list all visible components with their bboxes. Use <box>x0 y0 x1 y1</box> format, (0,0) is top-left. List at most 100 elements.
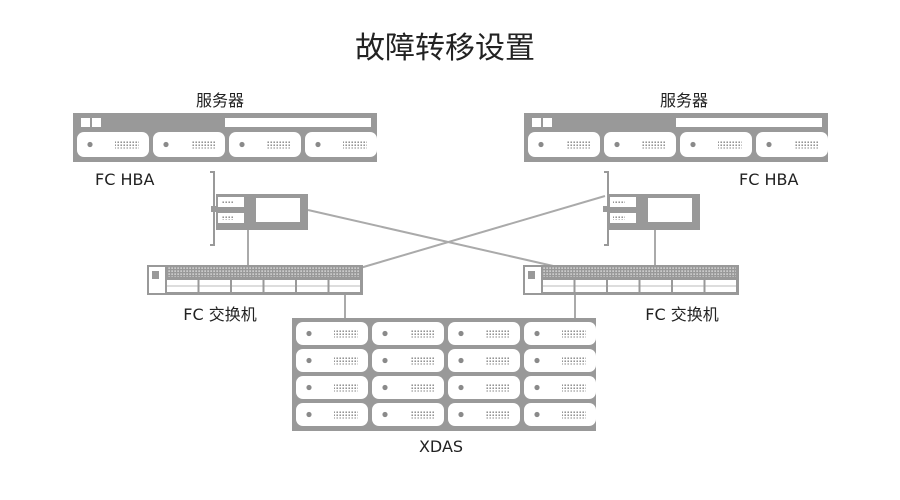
drive-led <box>306 411 312 418</box>
drive-led <box>534 330 540 337</box>
drive-led <box>87 141 93 148</box>
drive-vent <box>343 140 367 149</box>
drive-bay <box>372 322 444 345</box>
drive-bay <box>680 132 752 157</box>
drive-bay <box>372 376 444 399</box>
drive-bay <box>372 403 444 426</box>
fc-switch-left <box>147 265 363 295</box>
drive-bay <box>296 403 368 426</box>
switch-left-label: FC 交换机 <box>183 305 256 324</box>
storage-label: XDAS <box>419 437 463 456</box>
drive-bay <box>305 132 377 157</box>
drive-vent <box>334 329 358 338</box>
drive-led <box>163 141 169 148</box>
drive-led <box>306 357 312 364</box>
drive-bay <box>528 132 600 157</box>
hba-left-label: FC HBA <box>95 170 154 189</box>
drive-led <box>534 384 540 391</box>
drive-vent <box>562 329 586 338</box>
switch-status-light <box>152 271 159 279</box>
drive-led <box>538 141 544 148</box>
switch-port-grid <box>167 267 360 277</box>
connection-lines <box>247 195 656 320</box>
drive-vent <box>334 410 358 419</box>
drive-vent <box>191 140 215 149</box>
drive-bay <box>296 376 368 399</box>
drive-vent <box>334 356 358 365</box>
switch-port-grid <box>543 267 736 277</box>
server-left-label: 服务器 <box>196 91 244 110</box>
drive-vent <box>410 356 434 365</box>
drive-led <box>690 141 696 148</box>
switch-faceplate <box>149 267 165 293</box>
drive-vent <box>486 356 510 365</box>
drive-bay <box>448 349 520 372</box>
switch-status-light <box>528 271 535 279</box>
drive-vent <box>115 140 139 149</box>
drive-bay <box>448 376 520 399</box>
drive-bay <box>524 349 596 372</box>
drive-vent <box>267 140 291 149</box>
drive-bay <box>524 322 596 345</box>
drive-led <box>458 330 464 337</box>
drive-led <box>458 357 464 364</box>
drive-bay <box>296 322 368 345</box>
drive-led <box>458 384 464 391</box>
drive-bay <box>153 132 225 157</box>
drive-vent <box>562 383 586 392</box>
drive-led <box>382 330 388 337</box>
drive-bay <box>229 132 301 157</box>
drive-led <box>614 141 620 148</box>
page-title: 故障转移设置 <box>355 31 535 66</box>
drive-vent <box>794 140 818 149</box>
drive-bay <box>372 349 444 372</box>
server-indicator <box>81 118 90 127</box>
drive-vent <box>486 410 510 419</box>
drive-vent <box>562 410 586 419</box>
hba-card-right <box>603 171 700 246</box>
drive-led <box>239 141 245 148</box>
cross-link-right-hba-to-left-switch <box>359 195 606 269</box>
server-left <box>73 113 377 162</box>
drive-vent <box>562 356 586 365</box>
drive-bay <box>524 403 596 426</box>
drive-vent <box>642 140 666 149</box>
drive-bay <box>296 349 368 372</box>
drive-vent <box>410 329 434 338</box>
server-right <box>524 113 828 162</box>
drive-bay <box>448 403 520 426</box>
drive-led <box>306 330 312 337</box>
drive-vent <box>334 383 358 392</box>
server-display-strip <box>676 118 822 127</box>
drive-led <box>382 357 388 364</box>
drive-vent <box>486 383 510 392</box>
switch-faceplate <box>525 267 541 293</box>
drive-vent <box>410 410 434 419</box>
drive-vent <box>410 383 434 392</box>
server-indicator <box>532 118 541 127</box>
cross-link-left-hba-to-right-switch <box>307 209 563 269</box>
server-indicator <box>92 118 101 127</box>
drive-led <box>315 141 321 148</box>
drive-led <box>382 384 388 391</box>
drive-led <box>382 411 388 418</box>
drive-led <box>766 141 772 148</box>
xdas-storage-array <box>292 318 596 431</box>
drive-vent <box>718 140 742 149</box>
drive-bay <box>77 132 149 157</box>
drive-bay <box>604 132 676 157</box>
drive-vent <box>486 329 510 338</box>
server-indicator <box>543 118 552 127</box>
hba-right-label: FC HBA <box>739 170 798 189</box>
fc-switch-right <box>523 265 739 295</box>
drive-vent <box>566 140 590 149</box>
drive-bay <box>524 376 596 399</box>
server-display-strip <box>225 118 371 127</box>
drive-led <box>458 411 464 418</box>
drive-led <box>534 357 540 364</box>
drive-bay <box>448 322 520 345</box>
switch-right-label: FC 交换机 <box>645 305 718 324</box>
server-right-label: 服务器 <box>660 91 708 110</box>
drive-led <box>534 411 540 418</box>
